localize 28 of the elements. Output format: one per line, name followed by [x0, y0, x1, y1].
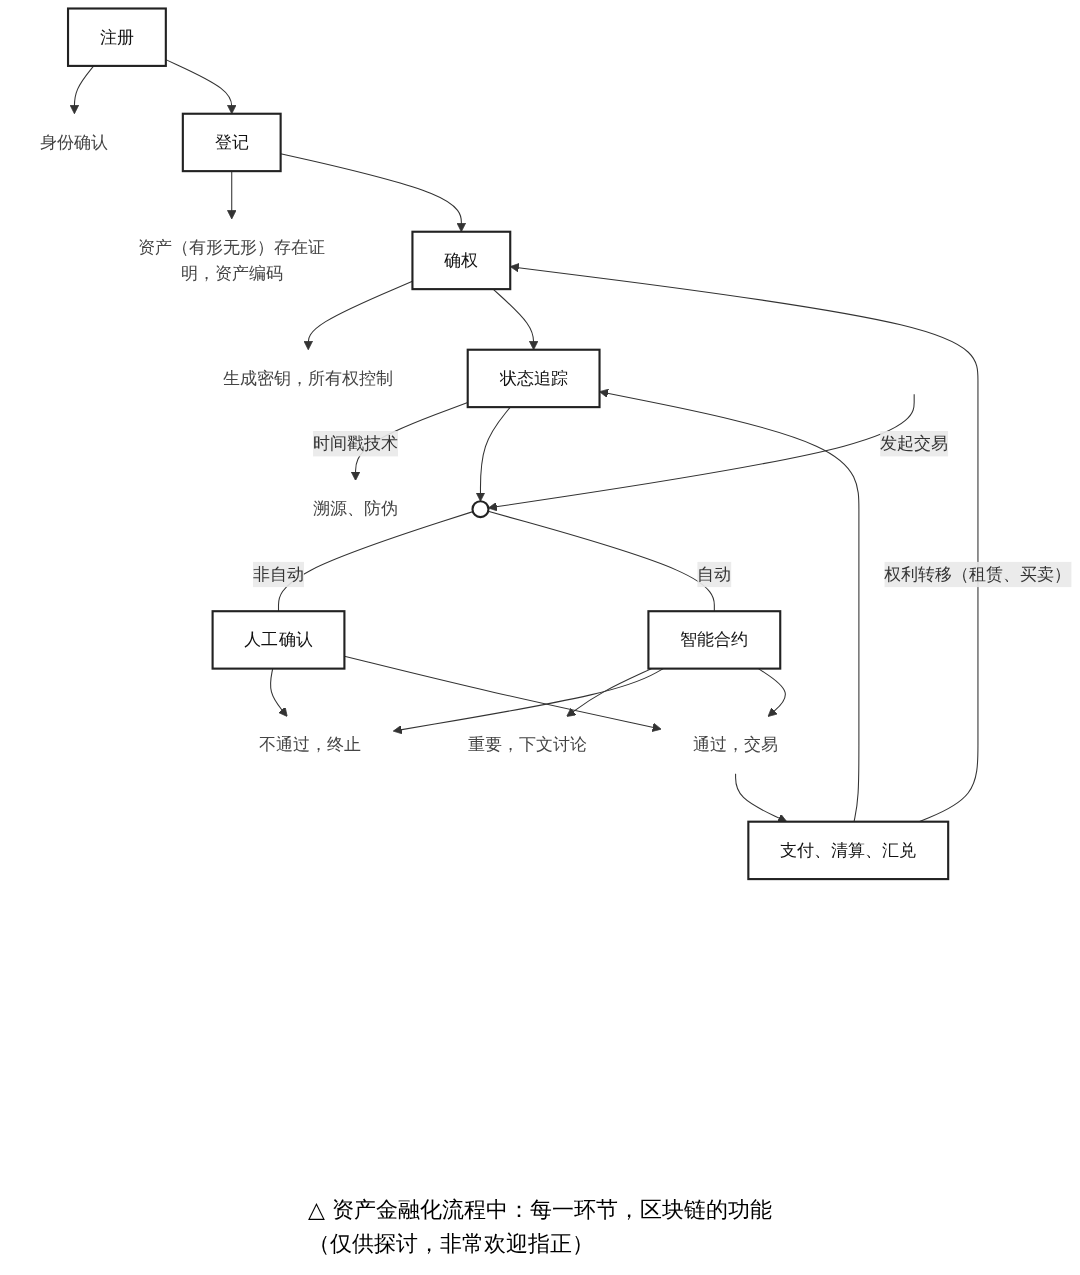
edge-label: 时间戳技术	[313, 433, 399, 454]
node-box: 支付、清算、汇兑	[747, 820, 950, 881]
connector	[487, 510, 715, 612]
edge-label: 非自动	[252, 563, 305, 585]
node-box: 状态追踪	[466, 348, 601, 409]
arrow	[270, 668, 288, 717]
node-box: 确权	[411, 230, 512, 291]
node-text: 重要，下文讨论	[467, 734, 587, 755]
node-text: 不通过，终止	[259, 734, 362, 755]
node-text: 通过，交易	[693, 734, 779, 755]
node-text: 资产（有形无形）存在证明，资产编码	[138, 237, 326, 283]
connector	[278, 511, 474, 612]
node-text: 生成密钥，所有权控制	[223, 367, 394, 388]
arrow	[487, 393, 915, 512]
edge-label: 自动	[697, 563, 732, 585]
arrow	[303, 280, 413, 351]
edge-label: 权利转移（租赁、买卖）	[884, 563, 1072, 585]
node-text: 身份确认	[40, 131, 109, 153]
node-box: 登记	[181, 112, 282, 173]
node-text: 溯源、防伪	[313, 498, 399, 519]
note-text: （仅供探讨，非常欢迎指正）	[308, 1230, 596, 1258]
edge-label: 发起交易	[880, 433, 949, 454]
node-box: 人工确认	[211, 610, 346, 670]
node-circle	[471, 500, 490, 519]
node-box: 注册	[66, 7, 167, 67]
note-text: △ 资产金融化流程中：每一环节，区块链的功能	[308, 1196, 772, 1224]
arrow	[69, 65, 95, 115]
node-box: 智能合约	[647, 610, 782, 670]
